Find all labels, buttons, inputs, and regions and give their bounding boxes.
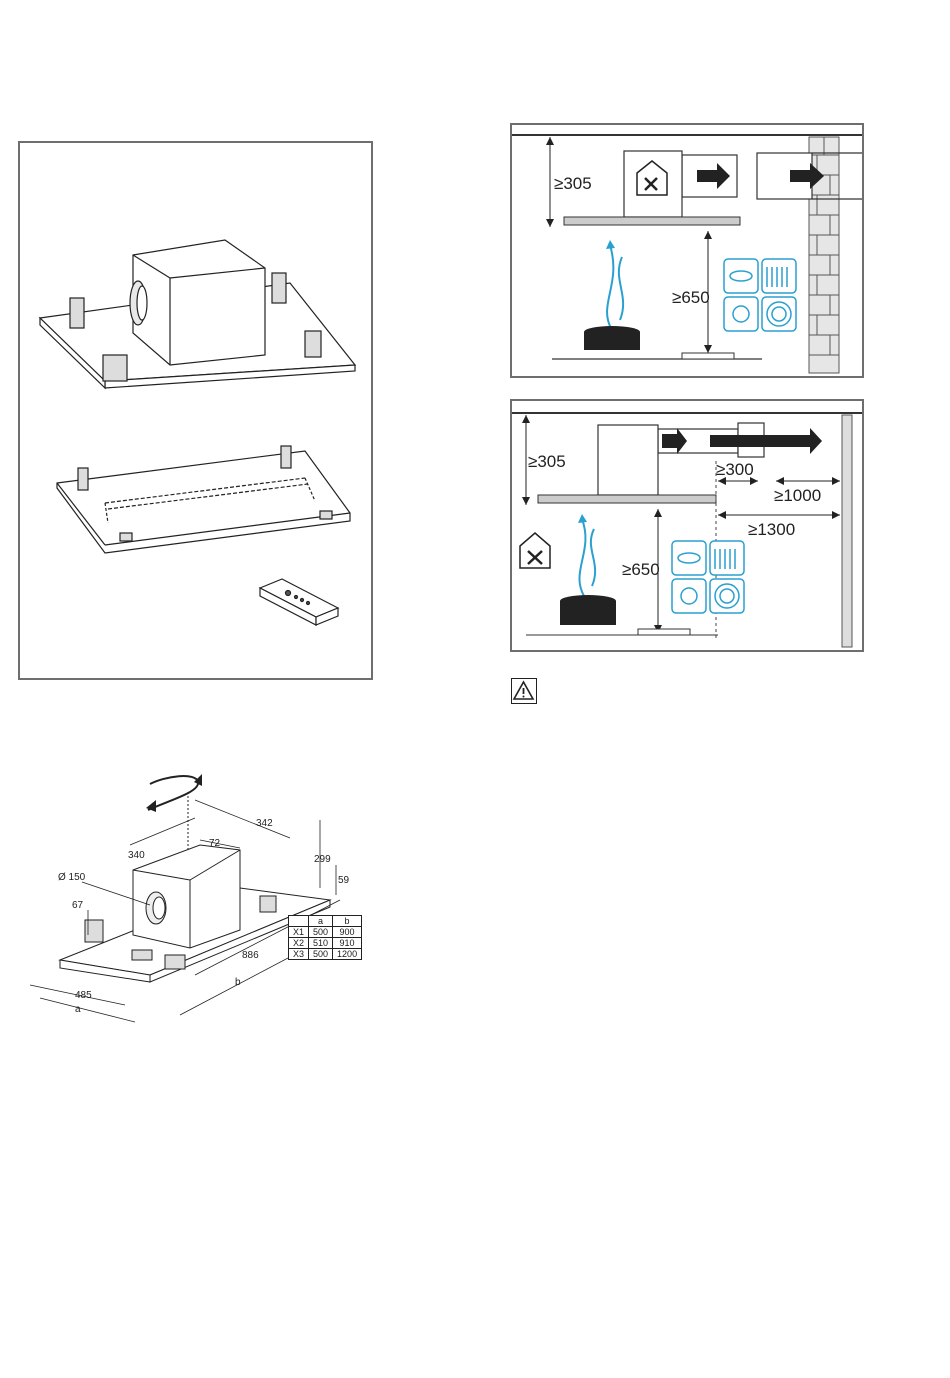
label-gap-1000: ≥1000 <box>774 486 821 505</box>
ext-cooktop-type-icons <box>672 541 744 613</box>
label-342: 342 <box>256 818 273 829</box>
label-ext-min-height-above: ≥305 <box>528 452 566 471</box>
table-cell: X1 <box>289 927 309 938</box>
table-header-cell <box>289 916 309 927</box>
dimension-drawing-svg: 342 340 72 299 59 Ø 150 67 886 b 485 a <box>20 770 380 1040</box>
table-cell: 910 <box>333 938 362 949</box>
label-67: 67 <box>72 900 84 911</box>
label-a: a <box>75 1004 81 1015</box>
table-cell: 500 <box>309 927 333 938</box>
label-gap-300: ≥300 <box>716 460 754 479</box>
label-gap-1300: ≥1300 <box>748 520 795 539</box>
label-ext-min-height-cooktop: ≥650 <box>622 560 660 579</box>
filter-frame-drawing <box>57 446 350 553</box>
recirculation-clearance-panel: ≥305 ≥650 <box>510 123 864 378</box>
label-min-height-above: ≥305 <box>554 174 592 193</box>
table-row: X3 500 1200 <box>289 949 362 960</box>
table-row: X2 510 910 <box>289 938 362 949</box>
label-485: 485 <box>75 990 92 1001</box>
label-min-height-cooktop: ≥650 <box>672 288 710 307</box>
scope-of-delivery-illustration <box>20 143 371 678</box>
dimension-table-header: a b <box>289 916 362 927</box>
label-diameter: Ø 150 <box>58 872 86 883</box>
table-cell: 500 <box>309 949 333 960</box>
steam-arrows <box>607 245 623 330</box>
recirculation-clearance-diagram: ≥305 ≥650 <box>512 125 862 376</box>
label-299: 299 <box>314 854 331 865</box>
extraction-house-icon <box>520 533 550 568</box>
extraction-clearance-panel: ≥305 ≥300 ≥1000 ≥1300 ≥650 <box>510 399 864 652</box>
dimension-table: a b X1 500 900 X2 510 910 X3 500 1200 <box>288 915 362 960</box>
scope-of-delivery-panel <box>18 141 373 680</box>
label-886: 886 <box>242 950 259 961</box>
warning-box <box>511 678 537 704</box>
label-72: 72 <box>209 838 221 849</box>
cooktop-type-icons <box>724 259 796 331</box>
table-cell: 510 <box>309 938 333 949</box>
label-b: b <box>235 977 241 988</box>
table-cell: X2 <box>289 938 309 949</box>
extraction-clearance-diagram: ≥305 ≥300 ≥1000 ≥1300 ≥650 <box>512 401 862 650</box>
warning-triangle-icon <box>512 679 535 702</box>
table-cell: 900 <box>333 927 362 938</box>
label-340: 340 <box>128 850 145 861</box>
hood-unit-drawing <box>40 240 355 388</box>
table-header-cell: a <box>309 916 333 927</box>
table-row: X1 500 900 <box>289 927 362 938</box>
label-59: 59 <box>338 875 350 886</box>
remote-control-drawing <box>260 579 338 625</box>
table-cell: X3 <box>289 949 309 960</box>
dimension-drawing: 342 340 72 299 59 Ø 150 67 886 b 485 a <box>20 770 380 1040</box>
table-header-cell: b <box>333 916 362 927</box>
table-cell: 1200 <box>333 949 362 960</box>
